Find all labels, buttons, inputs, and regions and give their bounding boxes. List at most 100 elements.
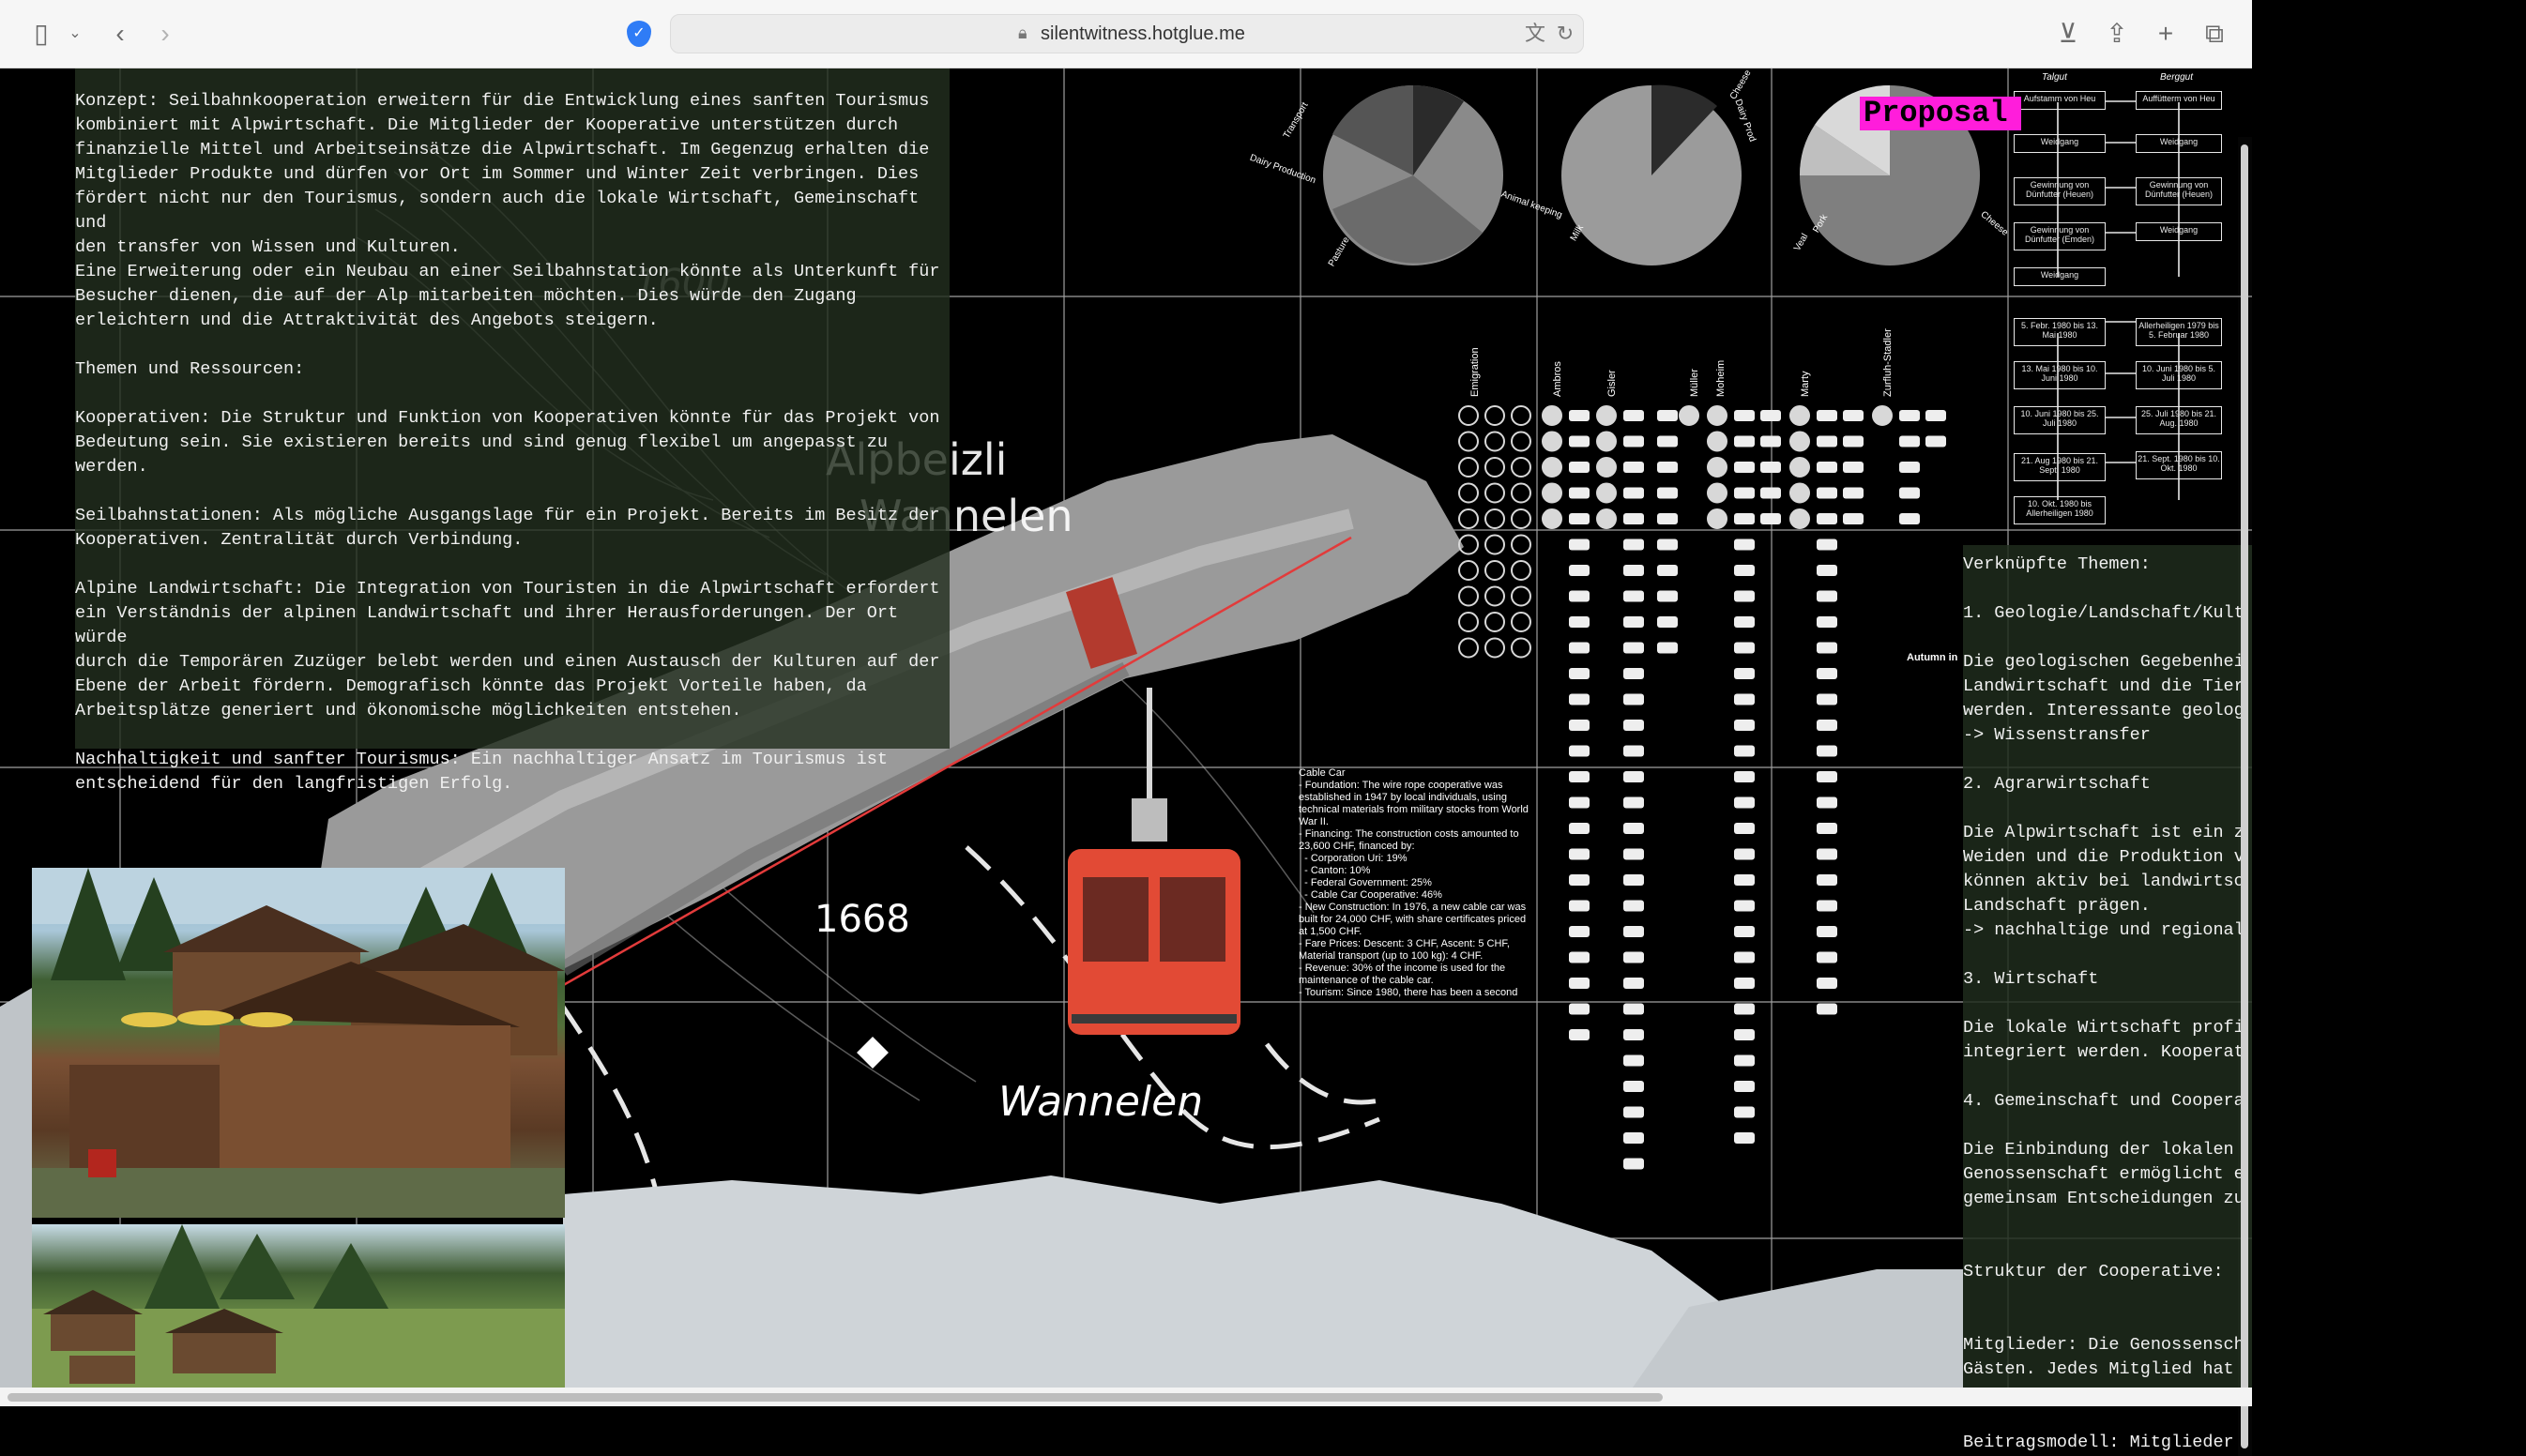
household-dot xyxy=(1679,405,1699,426)
translate-icon[interactable]: 文 xyxy=(1524,22,1545,45)
cow-icon xyxy=(1569,590,1590,602)
cow-icon xyxy=(1734,435,1755,447)
horizontal-scroll-thumb[interactable] xyxy=(8,1393,1663,1402)
flowchart-date-right: 21. Sept. 1980 bis 10. Okt. 1980 xyxy=(2136,451,2222,479)
cow-icon xyxy=(1657,565,1678,576)
cow-icon xyxy=(1817,745,1837,757)
cow-icon xyxy=(1569,900,1590,912)
cow-icon xyxy=(1623,900,1644,912)
privacy-shield-icon[interactable]: ✓ xyxy=(627,21,651,47)
cow-icon xyxy=(1569,745,1590,757)
emigration-dot xyxy=(1484,431,1505,452)
flowchart-date-right: 25. Juli 1980 bis 21. Aug. 1980 xyxy=(2136,406,2222,434)
linked-topics-text: Verknüpfte Themen: 1. Geologie/Landschaf… xyxy=(1963,554,2244,1452)
chevron-down-icon[interactable]: ⌄ xyxy=(68,25,82,41)
cow-icon xyxy=(1623,1158,1644,1170)
address-bar[interactable]: 🔒︎ silentwitness.hotglue.me 文 ↻ xyxy=(670,14,1584,53)
household-dot xyxy=(1596,482,1617,504)
cow-icon xyxy=(1925,410,1946,421)
cow-icon xyxy=(1734,410,1755,421)
cow-icon xyxy=(1734,616,1755,628)
cow-icon xyxy=(1899,435,1920,447)
household-dot xyxy=(1542,482,1562,504)
proposal-label[interactable]: Proposal xyxy=(1860,97,2021,130)
cow-icon xyxy=(1623,1003,1644,1015)
browser-toolbar: ▯ ⌄ ‹ › ✓ 🔒︎ silentwitness.hotglue.me 文 … xyxy=(0,0,2252,68)
cow-icon xyxy=(1623,874,1644,886)
cow-icon xyxy=(1657,616,1678,628)
household-dot xyxy=(1707,431,1727,452)
page-canvas: Alpbeizli Wannelen Wannelen 1600 1668 Em… xyxy=(0,68,2252,1452)
horizontal-scrollbar[interactable] xyxy=(0,1388,2252,1406)
emigration-dot xyxy=(1458,431,1479,452)
tab-overview-icon[interactable]: ⧉ xyxy=(2205,19,2224,48)
flowchart-box-right: Auffütterm von Heu xyxy=(2136,91,2222,110)
emigration-dot xyxy=(1484,612,1505,632)
household-dot xyxy=(1596,405,1617,426)
reload-icon[interactable]: ↻ xyxy=(1556,22,1575,45)
emigration-dot xyxy=(1458,405,1479,426)
share-icon[interactable]: ⇪ xyxy=(2106,19,2128,48)
cow-icon xyxy=(1817,771,1837,782)
forward-arrow-icon[interactable]: › xyxy=(160,19,170,48)
new-tab-icon[interactable]: + xyxy=(2157,19,2174,48)
household-dot xyxy=(1707,405,1727,426)
flowchart-box-right: Weidgang xyxy=(2136,222,2222,241)
emigration-dot xyxy=(1458,637,1479,659)
back-arrow-icon[interactable]: ‹ xyxy=(115,19,125,48)
cow-icon xyxy=(1817,951,1837,963)
cow-icon xyxy=(1817,926,1837,937)
flowchart-date-left: 10. Okt. 1980 bis Allerheiligen 1980 xyxy=(2014,496,2106,524)
cow-icon xyxy=(1734,745,1755,757)
cow-icon xyxy=(1817,900,1837,912)
cow-icon xyxy=(1817,462,1837,473)
household-dot xyxy=(1542,508,1562,529)
cow-icon xyxy=(1734,1106,1755,1118)
cow-icon xyxy=(1623,771,1644,782)
cable-line xyxy=(525,536,1352,1009)
sidebar-toggle-icon[interactable]: ▯ xyxy=(34,19,49,48)
cow-icon xyxy=(1657,410,1678,421)
cow-icon xyxy=(1843,513,1864,524)
snow-terrain xyxy=(563,1175,1802,1388)
cow-icon xyxy=(1569,538,1590,551)
emigration-dot xyxy=(1484,482,1505,504)
cow-icon xyxy=(1734,513,1755,524)
cow-icon xyxy=(1623,1054,1644,1067)
emigration-dot xyxy=(1458,482,1479,504)
vertical-scroll-thumb[interactable] xyxy=(2241,144,2248,1448)
flowchart-lines xyxy=(2057,100,2180,500)
cow-icon xyxy=(1657,538,1678,551)
household-dot xyxy=(1596,508,1617,529)
vertical-scrollbar[interactable] xyxy=(2238,137,2252,1456)
household-dot xyxy=(1789,482,1810,504)
cow-icon xyxy=(1817,668,1837,679)
cow-icon xyxy=(1569,693,1590,705)
emigration-dot xyxy=(1484,508,1505,529)
cow-icon xyxy=(1569,642,1590,654)
cow-icon xyxy=(1734,720,1755,731)
cow-icon xyxy=(1817,616,1837,628)
cow-icon xyxy=(1734,538,1755,551)
cow-icon xyxy=(1569,951,1590,963)
cow-icon xyxy=(1734,1003,1755,1015)
cow-icon xyxy=(1817,565,1837,576)
household-dot xyxy=(1596,457,1617,478)
cow-icon xyxy=(1623,538,1644,551)
cow-icon xyxy=(1734,796,1755,809)
cow-icon xyxy=(1657,513,1678,524)
flowchart-date-left: 13. Mai 1980 bis 10. Juni 1980 xyxy=(2014,361,2106,389)
column-header: Zurfluh-Stadler xyxy=(1882,328,1894,397)
cow-icon xyxy=(1734,848,1755,860)
cow-icon xyxy=(1734,1081,1755,1092)
download-icon[interactable]: ⊻ xyxy=(2058,19,2078,48)
household-dot xyxy=(1789,457,1810,478)
emigration-dot xyxy=(1511,457,1531,478)
flowchart-header: Berggut xyxy=(2160,72,2194,83)
cow-icon xyxy=(1623,1081,1644,1092)
cow-icon xyxy=(1760,410,1781,421)
cow-icon xyxy=(1817,720,1837,731)
emigration-dot xyxy=(1511,612,1531,632)
mountain-ridge xyxy=(300,434,1464,1063)
cow-icon xyxy=(1734,590,1755,602)
